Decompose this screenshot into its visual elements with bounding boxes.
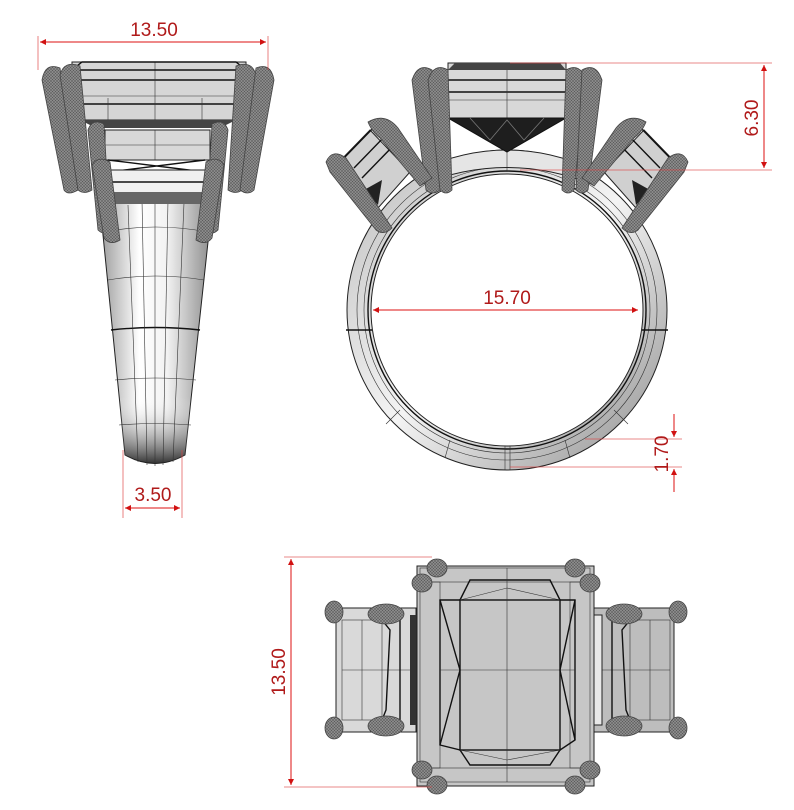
dimension-shank-width: 3.50 [122, 450, 183, 518]
side-view-side-stone [104, 129, 212, 204]
dimension-label: 1.70 [652, 436, 673, 473]
top-view-right-stone [593, 607, 675, 733]
top-view: 13.50 [269, 556, 688, 795]
dimension-label: 13.50 [269, 648, 290, 696]
dimension-setting-height: 6.30 [510, 62, 772, 171]
front-view: 6.30 15.70 1.70 [325, 62, 772, 492]
dimension-label: 15.70 [483, 288, 531, 309]
side-view-shank [99, 197, 213, 466]
top-view-left-stone [335, 607, 418, 733]
side-view: 13.50 3.50 [37, 20, 275, 518]
top-view-center-stone [416, 565, 595, 787]
dimension-head-width: 13.50 [37, 20, 269, 70]
dimension-label: 6.30 [742, 100, 763, 137]
side-view-prongs [41, 63, 275, 243]
front-view-prongs [325, 67, 689, 233]
side-view-center-stone [70, 61, 248, 128]
dimension-band-thickness: 1.70 [510, 414, 682, 492]
front-view-center-stone [446, 62, 568, 153]
dimension-inner-diameter: 15.70 [373, 288, 638, 313]
dimension-label: 3.50 [135, 485, 172, 506]
dimension-center-stone-length: 13.50 [269, 556, 432, 788]
top-view-prongs [324, 558, 688, 795]
dimension-label: 13.50 [130, 20, 178, 41]
